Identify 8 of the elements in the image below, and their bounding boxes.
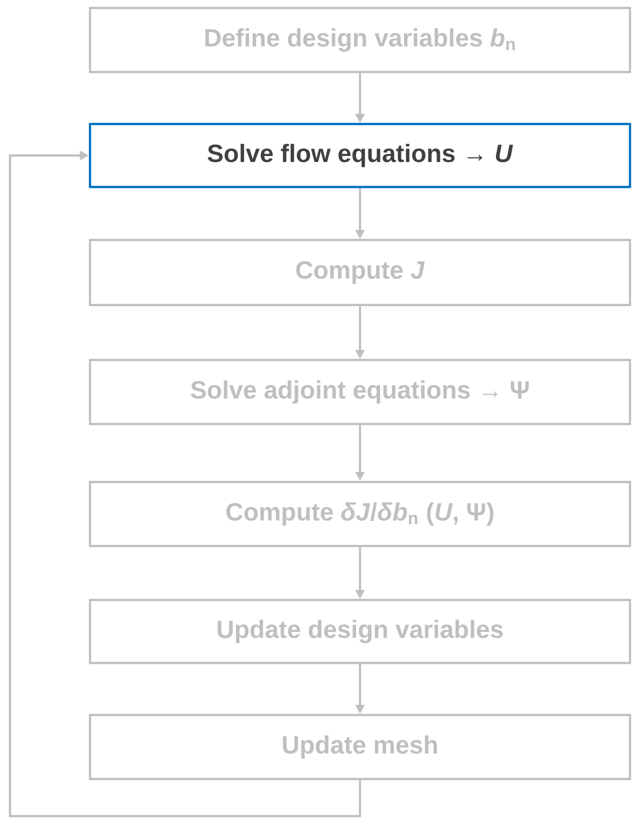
process-box: Solve adjoint equations → Ψ bbox=[88, 358, 632, 426]
process-box: Update mesh bbox=[88, 714, 632, 780]
process-box: Update design variables bbox=[88, 598, 632, 664]
arrow bbox=[8, 150, 362, 818]
process-box: Compute δJ/δb$_{n}$ (U, Ψ) bbox=[88, 480, 632, 548]
process-box: Solve flow equations → U bbox=[88, 122, 632, 188]
process-box: Define design variables b$_{n}$ bbox=[88, 6, 632, 74]
process-box: Compute J bbox=[88, 238, 632, 306]
